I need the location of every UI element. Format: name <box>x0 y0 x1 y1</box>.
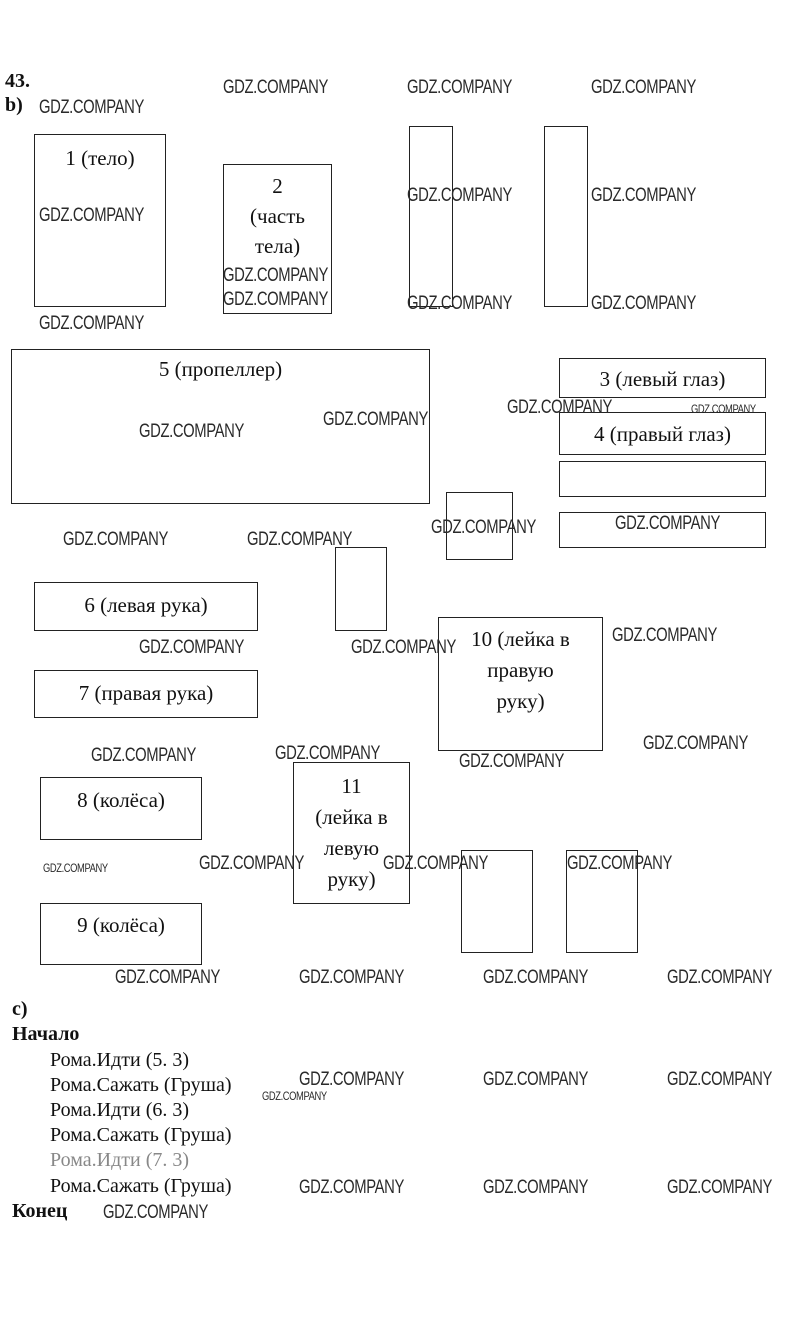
part-b-label: b) <box>5 94 23 116</box>
watermark: GDZ.COMPANY <box>667 1069 772 1090</box>
watermark: GDZ.COMPANY <box>91 745 196 766</box>
watermark: GDZ.COMPANY <box>567 853 672 874</box>
box-text: тела) <box>254 234 301 258</box>
program-line: Рома.Сажать (Груша) <box>50 1074 232 1096</box>
box-text: (часть <box>250 204 305 228</box>
watermark: GDZ.COMPANY <box>43 861 108 875</box>
empty-box <box>559 461 766 497</box>
empty-box <box>446 492 513 560</box>
watermark: GDZ.COMPANY <box>299 1177 404 1198</box>
watermark: GDZ.COMPANY <box>63 529 168 550</box>
program-line: Рома.Идти (7. 3) <box>50 1149 190 1171</box>
program-line: Рома.Сажать (Груша) <box>50 1124 232 1146</box>
box-watering-can-left: 11 (лейка в левую руку) <box>293 762 410 904</box>
exercise-number: 43. <box>5 70 30 92</box>
watermark: GDZ.COMPANY <box>299 1069 404 1090</box>
empty-box <box>335 547 387 631</box>
watermark: GDZ.COMPANY <box>139 421 244 442</box>
box-text: 11 <box>341 774 362 798</box>
watermark: GDZ.COMPANY <box>615 513 720 534</box>
empty-box <box>409 126 453 307</box>
box-body-label: 1 (тело) <box>35 143 165 174</box>
empty-box <box>544 126 588 307</box>
watermark: GDZ.COMPANY <box>591 185 696 206</box>
program-end: Конец <box>12 1200 68 1222</box>
watermark: GDZ.COMPANY <box>103 1202 208 1223</box>
empty-box <box>566 850 638 953</box>
watermark: GDZ.COMPANY <box>667 1177 772 1198</box>
watermark: GDZ.COMPANY <box>591 77 696 98</box>
watermark: GDZ.COMPANY <box>431 517 536 538</box>
box-body-part: 2 (часть тела) <box>223 164 332 314</box>
watermark: GDZ.COMPANY <box>483 1069 588 1090</box>
box-left-arm: 6 (левая рука) <box>34 582 258 631</box>
watermark: GDZ.COMPANY <box>323 409 428 430</box>
box-number: 1 <box>65 146 76 170</box>
program-line: Рома.Сажать (Груша) <box>50 1175 232 1197</box>
watermark: GDZ.COMPANY <box>383 853 488 874</box>
watermark: GDZ.COMPANY <box>667 967 772 988</box>
watermark: GDZ.COMPANY <box>351 637 456 658</box>
watermark: GDZ.COMPANY <box>299 967 404 988</box>
program-line: Рома.Идти (5. 3) <box>50 1049 190 1071</box>
box-right-arm: 7 (правая рука) <box>34 670 258 718</box>
watermark: GDZ.COMPANY <box>407 77 512 98</box>
watermark: GDZ.COMPANY <box>507 397 612 418</box>
watermark: GDZ.COMPANY <box>139 637 244 658</box>
box-text: правую <box>487 658 554 682</box>
empty-box <box>461 850 533 953</box>
box-text: 5 (пропеллер) <box>158 357 283 381</box>
box-text: 3 (левый глаз) <box>599 367 726 391</box>
box-text: 9 (колёса) <box>77 913 165 937</box>
watermark: GDZ.COMPANY <box>612 625 717 646</box>
watermark: GDZ.COMPANY <box>247 529 352 550</box>
box-propeller: 5 (пропеллер) <box>11 349 430 504</box>
empty-box <box>559 512 766 548</box>
box-wheels-1: 8 (колёса) <box>40 777 202 840</box>
box-text: руку) <box>327 867 376 891</box>
watermark: GDZ.COMPANY <box>691 402 756 416</box>
watermark: GDZ.COMPANY <box>407 185 512 206</box>
watermark: GDZ.COMPANY <box>39 313 144 334</box>
watermark: GDZ.COMPANY <box>223 265 328 286</box>
box-text: руку) <box>496 689 545 713</box>
watermark: GDZ.COMPANY <box>262 1089 327 1103</box>
box-text: 10 (лейка в <box>471 627 570 651</box>
watermark: GDZ.COMPANY <box>591 293 696 314</box>
box-right-eye: 4 (правый глаз) <box>559 412 766 455</box>
box-text: 6 (левая рука) <box>84 593 208 617</box>
box-text: 4 (правый глаз) <box>594 422 731 446</box>
box-wheels-2: 9 (колёса) <box>40 903 202 965</box>
box-left-eye: 3 (левый глаз) <box>559 358 766 398</box>
box-text: 7 (правая рука) <box>78 681 214 705</box>
program-line: Рома.Идти (6. 3) <box>50 1099 190 1121</box>
watermark: GDZ.COMPANY <box>483 1177 588 1198</box>
box-text: (лейка в <box>315 805 388 829</box>
box-text: 8 (колёса) <box>77 788 165 812</box>
watermark: GDZ.COMPANY <box>223 289 328 310</box>
box-text: левую <box>323 836 380 860</box>
box-text: (тело) <box>81 146 135 170</box>
watermark: GDZ.COMPANY <box>483 967 588 988</box>
watermark: GDZ.COMPANY <box>39 205 144 226</box>
watermark: GDZ.COMPANY <box>643 733 748 754</box>
program-begin: Начало <box>12 1023 80 1045</box>
part-c-label: c) <box>12 998 28 1020</box>
watermark: GDZ.COMPANY <box>275 743 380 764</box>
watermark: GDZ.COMPANY <box>223 77 328 98</box>
box-number: 2 <box>272 174 283 198</box>
watermark: GDZ.COMPANY <box>459 751 564 772</box>
watermark: GDZ.COMPANY <box>199 853 304 874</box>
watermark: GDZ.COMPANY <box>39 97 144 118</box>
watermark: GDZ.COMPANY <box>407 293 512 314</box>
box-watering-can-right: 10 (лейка в правую руку) <box>438 617 603 751</box>
box-body: 1 (тело) <box>34 134 166 307</box>
watermark: GDZ.COMPANY <box>115 967 220 988</box>
